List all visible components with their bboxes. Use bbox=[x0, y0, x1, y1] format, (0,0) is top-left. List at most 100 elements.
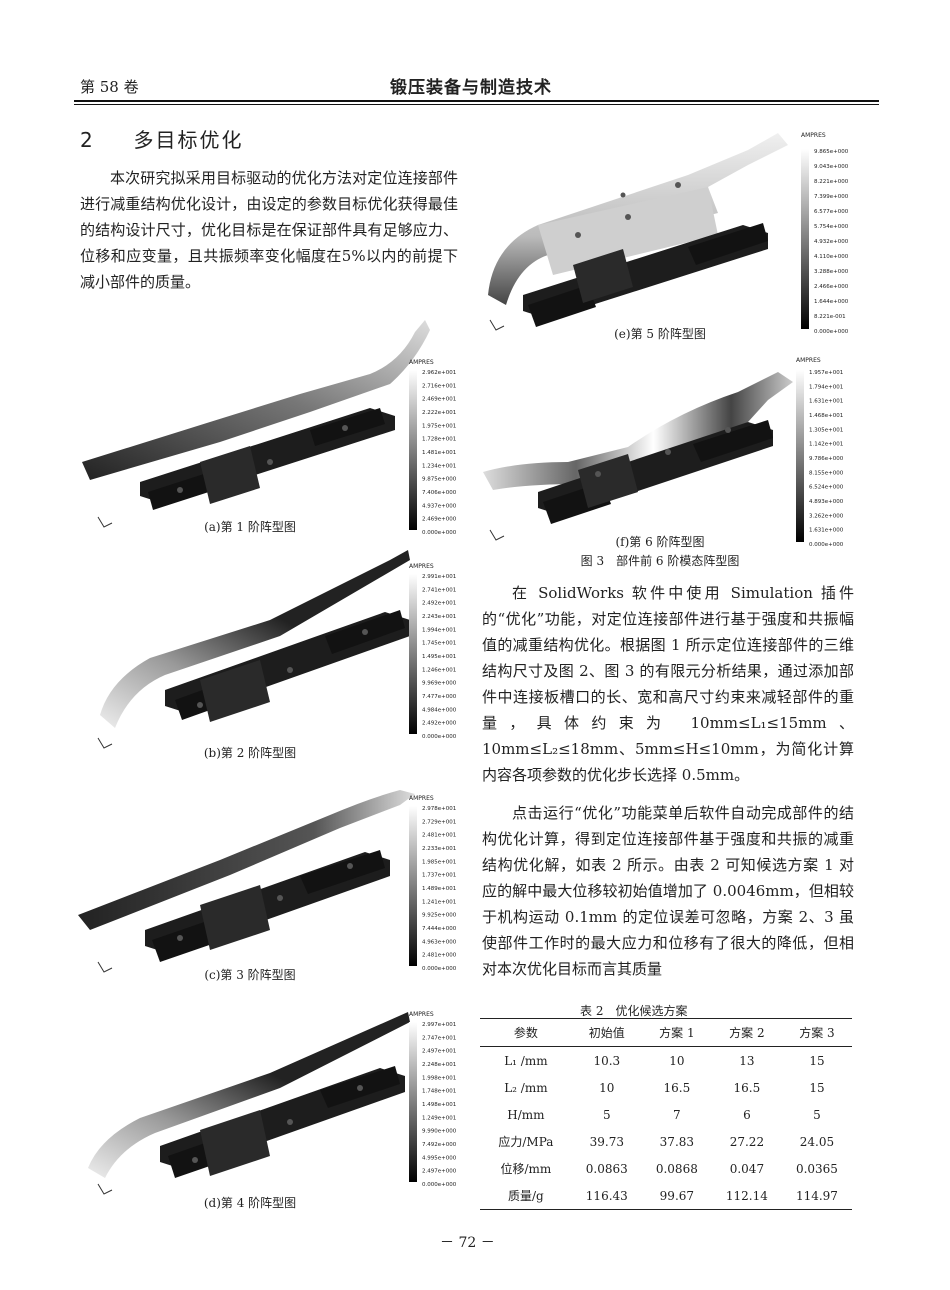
legend-tick-label: 1.468e+001 bbox=[809, 413, 843, 419]
legend-tick-label: 9.865e+000 bbox=[814, 149, 849, 155]
caption-d: (d)第 4 阶阵型图 bbox=[203, 1196, 297, 1210]
legend-tick-label: 0.000e+000 bbox=[422, 1182, 457, 1188]
table-cell: 27.22 bbox=[729, 1134, 765, 1149]
table-cell: 114.97 bbox=[781, 1182, 852, 1210]
legend-tick-label: 5.754e+000 bbox=[814, 224, 849, 230]
legend-tick-label: 4.110e+000 bbox=[814, 254, 849, 260]
table-cell: L₁ /mm bbox=[504, 1053, 548, 1068]
table-cell: 37.83 bbox=[659, 1134, 695, 1149]
legend-tick-label: 9.990e+000 bbox=[422, 1129, 457, 1135]
legend-tick-label: 1.234e+001 bbox=[422, 463, 456, 469]
caption-c: (c)第 3 阶阵型图 bbox=[204, 968, 296, 982]
legend-tick-label: 2.243e+001 bbox=[422, 614, 456, 620]
table-header-cell: 参数 bbox=[480, 1018, 572, 1047]
legend-tick-label: 2.991e+001 bbox=[422, 574, 456, 580]
table-cell: 0.0863 bbox=[585, 1161, 628, 1176]
legend-tick-label: 1.644e+000 bbox=[814, 299, 849, 305]
legend-tick-label: 2.469e+001 bbox=[422, 397, 456, 403]
legend-tick-label: 9.043e+000 bbox=[814, 164, 849, 170]
mode-shape-image: AMPRES 2.991e+0012.741e+0012.492e+0012.2… bbox=[97, 550, 457, 749]
legend-tick-label: 1.994e+001 bbox=[422, 627, 456, 633]
legend-tick-label: 0.000e+000 bbox=[814, 329, 849, 335]
section-title: 多目标优化 bbox=[133, 128, 244, 152]
legend-tick-label: 3.262e+000 bbox=[809, 513, 844, 519]
legend-tick-label: 7.492e+000 bbox=[422, 1142, 457, 1148]
legend-tick-label: 1.249e+001 bbox=[422, 1115, 456, 1121]
legend-tick-label: 1.794e+001 bbox=[809, 384, 843, 390]
table-cell: 7 bbox=[673, 1107, 681, 1122]
legend-tick-label: 2.469e+000 bbox=[422, 517, 457, 523]
legend-tick-label: 9.969e+000 bbox=[422, 681, 457, 687]
paragraph-intro: 本次研究拟采用目标驱动的优化方法对定位连接部件进行减重结构优化设计，由设定的参数… bbox=[80, 169, 458, 291]
legend-tick-label: 2.716e+001 bbox=[422, 383, 456, 389]
table-header-row: 参数 初始值 方案 1 方案 2 方案 3 bbox=[480, 1018, 852, 1047]
legend-tick-label: 2.497e+001 bbox=[422, 1049, 456, 1055]
table-cell: 16.5 bbox=[663, 1080, 691, 1095]
legend-tick-label: 2.481e+001 bbox=[422, 833, 456, 839]
mode-shape-image: AMPRES 9.865e+000 9.043e+000 8.221e+000 7.3… bbox=[488, 132, 849, 335]
legend-title: AMPRES bbox=[801, 132, 826, 139]
color-bar bbox=[409, 1022, 417, 1182]
table-cell: 116.43 bbox=[571, 1182, 642, 1210]
legend-tick-label: 2.747e+001 bbox=[422, 1035, 456, 1041]
legend-tick-label: 2.481e+000 bbox=[422, 953, 457, 959]
legend-tick-label: 1.631e+000 bbox=[809, 528, 844, 534]
figure-mode-5: AMPRES 9.865e+000 9.043e+000 8.221e+000 7.3… bbox=[478, 125, 873, 335]
legend-tick-label: 4.995e+000 bbox=[422, 1155, 457, 1161]
table-header-cell: 方案 3 bbox=[781, 1018, 852, 1047]
legend-tick-label: 4.893e+000 bbox=[809, 499, 844, 505]
legend-tick-label: 1.246e+001 bbox=[422, 667, 456, 673]
legend-title: AMPRES bbox=[409, 359, 434, 366]
caption-a: (a)第 1 阶阵型图 bbox=[204, 520, 296, 534]
header-rule-thin bbox=[74, 104, 879, 105]
table-cell: L₂ /mm bbox=[504, 1080, 548, 1095]
table-cell: 16.5 bbox=[733, 1080, 761, 1095]
journal-title: 锻压装备与制造技术 bbox=[390, 78, 552, 98]
table-cell: 10.3 bbox=[593, 1053, 621, 1068]
page-number: － 72 － bbox=[440, 1235, 495, 1251]
legend-tick-label: 1.975e+001 bbox=[422, 423, 456, 429]
legend-tick-label: 2.497e+000 bbox=[422, 1169, 457, 1175]
mode-shape-image: AMPRES 2.962e+0012.716e+0012.469e+0012.2… bbox=[82, 320, 457, 536]
caption-e: (e)第 5 阶阵型图 bbox=[614, 327, 706, 341]
legend-tick-label: 7.477e+000 bbox=[422, 694, 457, 700]
legend-tick-label: 7.399e+000 bbox=[814, 194, 849, 200]
paragraph-results: 点击运行“优化”功能菜单后软件自动完成部件的结构优化计算，得到定位连接部件基于强… bbox=[482, 804, 854, 978]
legend-tick-label: 1.498e+001 bbox=[422, 1102, 456, 1108]
color-bar bbox=[409, 370, 417, 530]
section-number: 2 bbox=[80, 128, 95, 152]
table-title: 表 2 优化候选方案 bbox=[580, 1004, 688, 1018]
table-cell: 15 bbox=[809, 1080, 825, 1095]
legend-tick-label: 2.997e+001 bbox=[422, 1022, 456, 1028]
legend-tick-label: 4.937e+000 bbox=[422, 503, 457, 509]
table-cell: 5 bbox=[602, 1107, 611, 1122]
legend-tick-label: 9.875e+000 bbox=[422, 477, 457, 483]
legend-tick-label: 8.221e+000 bbox=[814, 179, 849, 185]
legend-title: AMPRES bbox=[409, 563, 434, 570]
legend-tick-label: 1.728e+001 bbox=[422, 437, 456, 443]
legend-tick-label: 7.406e+000 bbox=[422, 490, 457, 496]
caption-f: (f)第 6 阶阵型图 bbox=[615, 535, 705, 549]
legend-tick-label: 1.631e+001 bbox=[809, 399, 843, 405]
legend-tick-label: 2.978e+001 bbox=[422, 806, 456, 812]
legend-tick-label: 8.221e-001 bbox=[814, 314, 846, 320]
legend-tick-label: 1.737e+001 bbox=[422, 873, 456, 879]
legend-tick-label: 2.741e+001 bbox=[422, 587, 456, 593]
table-cell: 应力/MPa bbox=[498, 1135, 554, 1149]
legend-tick-label: 1.985e+001 bbox=[422, 859, 456, 865]
table-cell: 13 bbox=[739, 1053, 755, 1068]
legend-tick-label: 8.155e+000 bbox=[809, 470, 844, 476]
legend-tick-label: 1.495e+001 bbox=[422, 654, 456, 660]
legend-tick-label: 1.745e+001 bbox=[422, 641, 456, 647]
legend-tick-label: 2.962e+001 bbox=[422, 370, 456, 376]
table-cell: 112.14 bbox=[711, 1182, 782, 1210]
table-cell: 6 bbox=[743, 1107, 751, 1122]
legend-tick-label: 1.489e+001 bbox=[422, 886, 456, 892]
